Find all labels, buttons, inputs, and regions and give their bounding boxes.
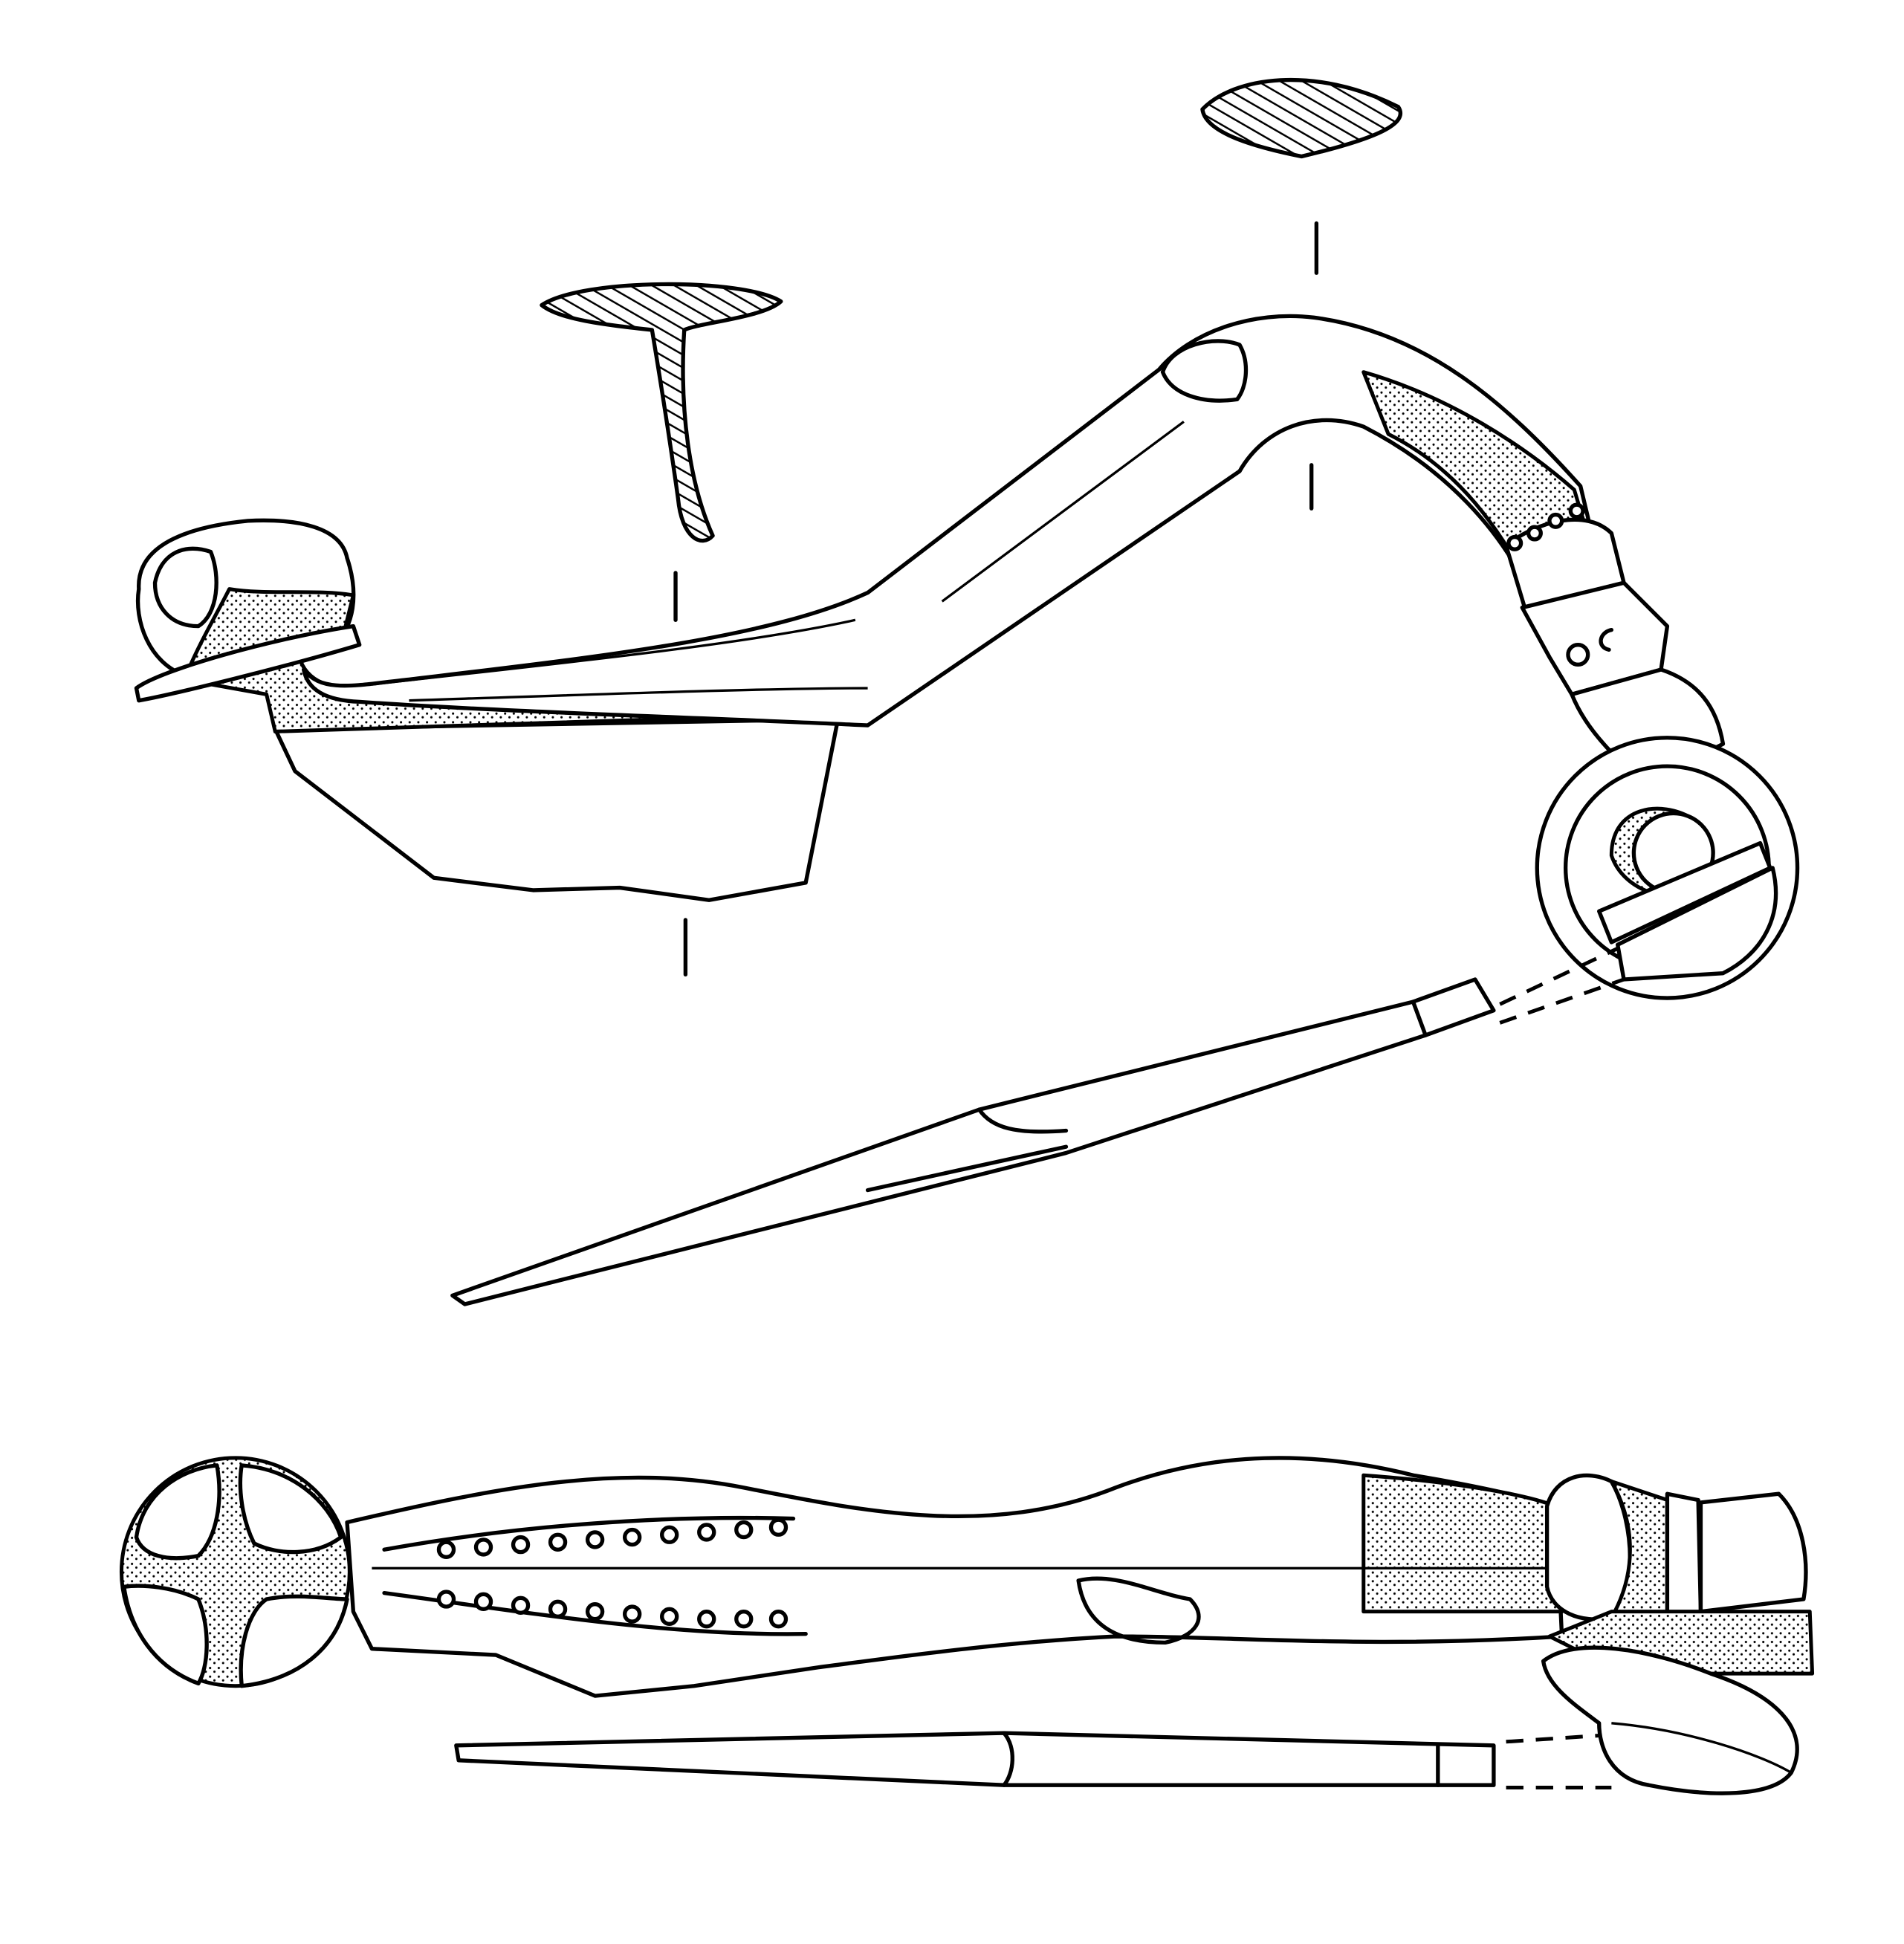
pin-profile <box>450 977 1496 1306</box>
pin-top <box>454 1731 1612 1790</box>
top-view <box>119 1456 1815 1795</box>
section-foot-crosssection <box>540 282 783 543</box>
section-bow-crosssection <box>1200 77 1403 159</box>
section-markers <box>673 221 1319 977</box>
catch-plate <box>273 717 841 902</box>
bow <box>301 314 1602 728</box>
top-bow <box>345 1456 1564 1698</box>
profile-view <box>134 314 1800 1025</box>
dot-row <box>436 1517 789 1629</box>
